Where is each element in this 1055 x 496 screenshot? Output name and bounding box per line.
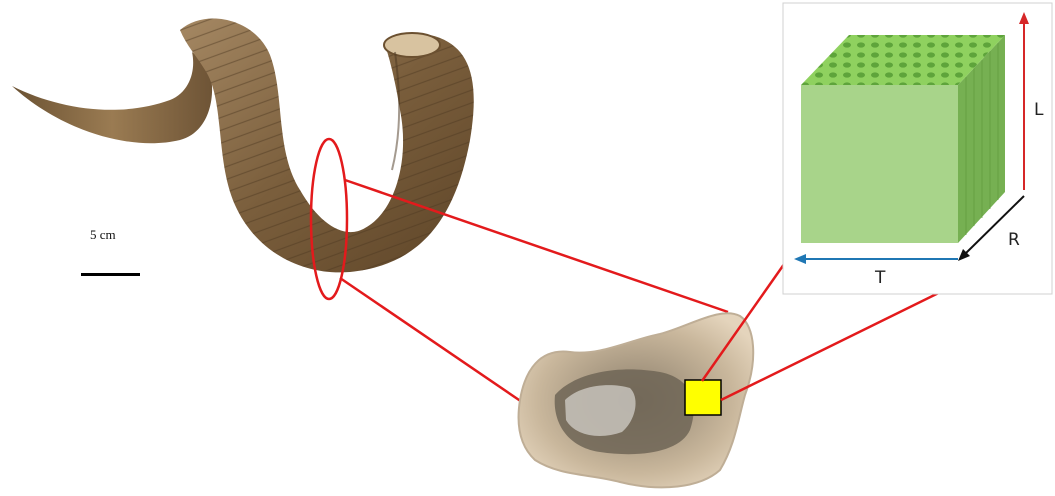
ram-horn-photo bbox=[12, 18, 474, 272]
axis-L-label: L bbox=[1034, 100, 1044, 120]
axis-R-label: R bbox=[1008, 230, 1020, 250]
scale-bar bbox=[81, 273, 140, 276]
callout-line-lower bbox=[340, 278, 522, 402]
sample-location-marker bbox=[685, 380, 721, 415]
tubule-cube-inset: L R T bbox=[783, 3, 1052, 294]
cube-front-face bbox=[801, 85, 958, 243]
axis-T-label: T bbox=[874, 268, 886, 288]
scale-bar-group bbox=[81, 273, 140, 276]
scale-label: 5 cm bbox=[90, 227, 116, 243]
